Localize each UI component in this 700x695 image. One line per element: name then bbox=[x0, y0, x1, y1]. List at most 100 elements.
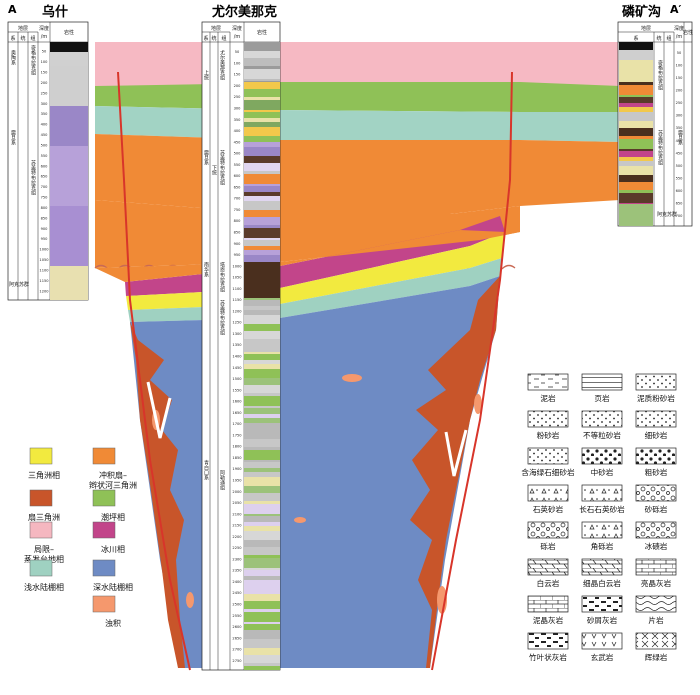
middle-column-lithology-layer bbox=[244, 352, 280, 354]
middle-column-lithology-layer bbox=[244, 414, 280, 418]
middle-column-depth-label: 500 bbox=[234, 152, 242, 156]
band-alluvial-fan bbox=[95, 134, 620, 214]
middle-column-depth-label: 850 bbox=[234, 231, 242, 235]
right-column-lithology-layer bbox=[619, 60, 653, 74]
middle-group-label: 阿勒通组 bbox=[219, 469, 225, 490]
left-group-label: 苏盖特布拉克组 bbox=[30, 159, 36, 195]
band-shallow-shelf-lower bbox=[128, 258, 502, 322]
middle-column-lithology-layer bbox=[244, 450, 280, 460]
left-column-depth-label: 1150 bbox=[39, 279, 49, 283]
lithology-swatch bbox=[635, 484, 677, 502]
middle-column-depth-label: 1000 bbox=[232, 264, 242, 268]
middle-column-depth-label: 900 bbox=[234, 242, 242, 246]
middle-column-lithology-layer bbox=[244, 585, 280, 594]
right-column-depth-label: 600 bbox=[676, 189, 684, 193]
lithology-label: 片岩 bbox=[648, 615, 664, 625]
middle-column-lithology-layer bbox=[244, 97, 280, 100]
middle-column-lithology-layer bbox=[244, 238, 280, 240]
middle-column-lithology-layer bbox=[244, 540, 280, 547]
middle-column-header-system: 系 bbox=[203, 35, 208, 42]
facies-label: 深水陆棚相 bbox=[93, 582, 133, 592]
lithology-swatch bbox=[635, 632, 677, 650]
middle-column-depth-label: 1100 bbox=[232, 287, 242, 291]
middle-column-lithology-layer bbox=[244, 100, 280, 110]
middle-column-lithology-layer bbox=[244, 79, 280, 81]
lithology-swatch bbox=[581, 410, 623, 428]
right-column-lithology-layer bbox=[619, 136, 653, 139]
right-column-header-lithology: 岩性 bbox=[683, 29, 693, 36]
right-column-lithology-layer bbox=[619, 112, 653, 121]
lithology-label: 亮晶灰岩 bbox=[641, 578, 672, 588]
left-column-depth-label: 600 bbox=[41, 164, 49, 168]
lithology-swatch bbox=[635, 410, 677, 428]
middle-system-label: 南华系 bbox=[203, 261, 209, 277]
middle-column-lithology-layer bbox=[244, 576, 280, 580]
middle-column-depth-label: 2050 bbox=[232, 501, 242, 505]
right-column-lithology-layer bbox=[619, 82, 653, 85]
right-column-depth-label: 500 bbox=[676, 164, 684, 168]
lithology-label: 长石石英砂岩 bbox=[579, 504, 625, 514]
middle-column-depth-label: 2650 bbox=[232, 636, 242, 640]
middle-column-depth-label: 2550 bbox=[232, 614, 242, 618]
lithology-swatch bbox=[527, 447, 569, 465]
middle-series-label: 下统 bbox=[211, 165, 217, 176]
middle-column-depth-label: 600 bbox=[234, 174, 242, 178]
left-column-header-group: 组 bbox=[30, 35, 35, 42]
left-column-depth-label: 700 bbox=[41, 185, 49, 189]
left-column-header-lithology: 岩性 bbox=[64, 29, 74, 36]
right-column-lithology-layer bbox=[619, 161, 653, 166]
middle-column-lithology-layer bbox=[244, 163, 280, 171]
turbidite-lens bbox=[186, 592, 194, 608]
middle-column-depth-label: 1550 bbox=[232, 388, 242, 392]
middle-column-depth-label: 250 bbox=[234, 95, 242, 99]
section-name-left: 乌什 bbox=[42, 4, 68, 20]
middle-column-lithology-layer bbox=[244, 174, 280, 184]
middle-column-depth-label: 2100 bbox=[232, 512, 242, 516]
middle-column-lithology-layer bbox=[244, 315, 280, 324]
facies-legend: 三角洲相冲积扇–辫状河三角洲扇三角洲潮坪相局限–蒸发台地相冰川相浅水陆棚相深水陆… bbox=[24, 447, 137, 628]
left-column-depth-label: 200 bbox=[41, 81, 49, 85]
middle-column-lithology-layer bbox=[244, 156, 280, 163]
middle-column-lithology-layer bbox=[244, 622, 280, 624]
middle-column-lithology-layer bbox=[244, 639, 280, 648]
facies-label: 局限–蒸发台地相 bbox=[24, 545, 64, 564]
middle-column-header-stratum: 地层 bbox=[211, 25, 221, 32]
lithology-label: 泥质粉砂岩 bbox=[637, 393, 675, 403]
middle-column-lithology-layer bbox=[244, 472, 280, 477]
lithology-swatch bbox=[581, 632, 623, 650]
middle-column-depth-label: 1800 bbox=[232, 445, 242, 449]
right-column-header-system: 系 bbox=[633, 35, 638, 42]
section-end-label-left: A bbox=[8, 3, 17, 16]
middle-column-lithology-layer bbox=[244, 306, 280, 310]
middle-column-depth-label: 2400 bbox=[232, 580, 242, 584]
middle-column-depth-label: 2000 bbox=[232, 490, 242, 494]
middle-column-lithology-layer bbox=[244, 406, 280, 408]
facies-swatch bbox=[92, 559, 116, 577]
left-column-lithology-layer bbox=[50, 52, 88, 66]
lithology-label: 页岩 bbox=[594, 393, 610, 403]
middle-column-lithology-layer bbox=[244, 526, 280, 531]
turbidite-lens bbox=[474, 394, 482, 414]
middle-column-lithology-layer bbox=[244, 486, 280, 493]
middle-column-lithology-layer bbox=[244, 58, 280, 66]
middle-column-lithology-layer bbox=[244, 462, 280, 468]
middle-column-lithology-layer bbox=[244, 514, 280, 516]
middle-column-lithology-layer bbox=[244, 396, 280, 406]
middle-column-lithology-layer bbox=[244, 624, 280, 630]
left-column-lithology-layer bbox=[50, 42, 88, 52]
middle-column-depth-label: 750 bbox=[234, 208, 242, 212]
middle-column-lithology-layer bbox=[244, 250, 280, 255]
middle-column-depth-label: 2350 bbox=[232, 569, 242, 573]
lithology-swatch bbox=[581, 373, 623, 391]
right-group-label: 苏盖特布拉克组 bbox=[657, 129, 663, 165]
facies-swatch bbox=[92, 595, 116, 613]
right-column-lithology-layer bbox=[619, 95, 653, 97]
middle-column-depth-label: 2700 bbox=[232, 648, 242, 652]
middle-column-lithology-layer bbox=[244, 225, 280, 228]
middle-column-lithology-layer bbox=[244, 186, 280, 192]
middle-column-depth-label: 2300 bbox=[232, 557, 242, 561]
middle-column-lithology-layer bbox=[244, 609, 280, 612]
middle-column-depth-label: 2450 bbox=[232, 591, 242, 595]
band-delta bbox=[126, 232, 505, 310]
